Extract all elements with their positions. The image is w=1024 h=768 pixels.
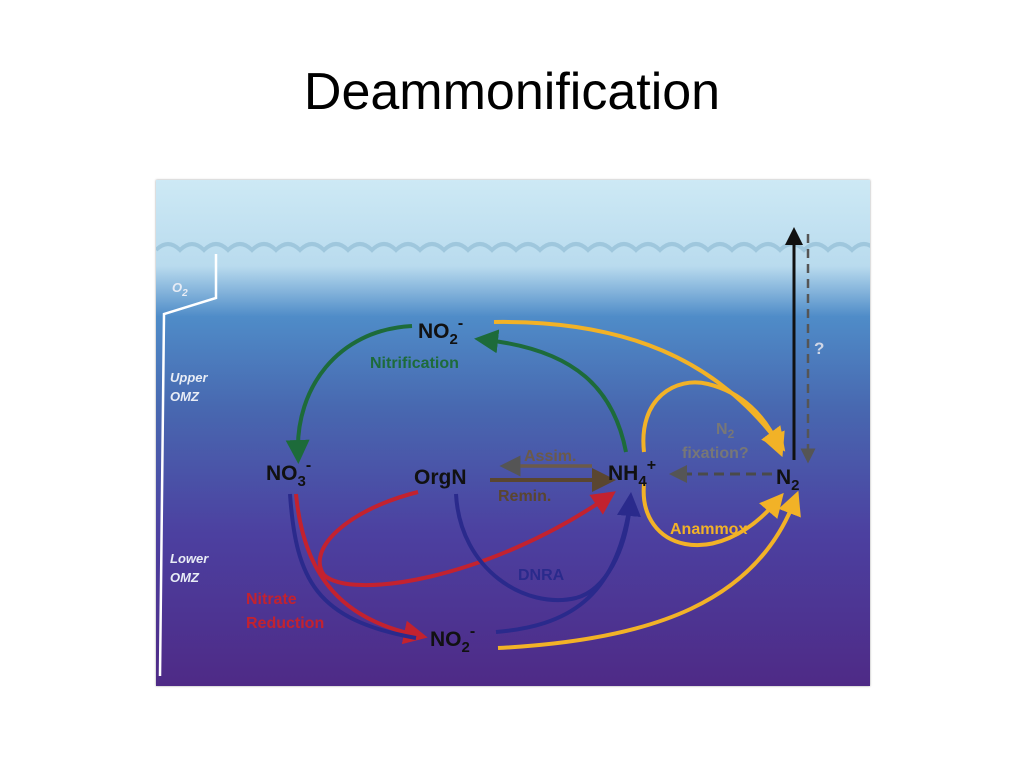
upper-omz-label: Upper OMZ: [170, 370, 211, 404]
anammox-label: Anammox: [670, 521, 747, 538]
oxygen-profile-line: [158, 254, 218, 677]
nh4-species: NH4+: [608, 457, 656, 490]
anammox-loop-upper: [641, 380, 785, 458]
no3-species: NO3-: [266, 457, 311, 490]
nitrification-label: Nitrification: [370, 355, 459, 372]
nitrification-arrow-nh4-to-no2: [474, 329, 628, 453]
red-arrow-orgn-loop-to-nh4: [317, 490, 616, 588]
nitrate-reduction-arrow: [294, 493, 428, 645]
slide-title: Deammonification: [303, 63, 721, 121]
orgn-species: OrgN: [414, 466, 467, 489]
lower-omz-label: Lower OMZ: [170, 551, 212, 585]
nitrification-arrow-no2-to-no3: [285, 324, 413, 464]
no3-dnra-line: [288, 493, 417, 640]
water-background: [156, 180, 870, 686]
question-mark-label: ?: [814, 339, 824, 358]
o2-label: O2: [172, 280, 188, 299]
sea-surface-waves: [154, 242, 878, 253]
nitrogen-cycle-diagram: O2 Upper OMZ Lower OMZ ? NO2- NO3- OrgN …: [154, 180, 878, 686]
anammox-arrow-top: [493, 319, 786, 452]
anammox-loop-lower: [641, 483, 784, 548]
assim-label: Assim.: [524, 448, 576, 465]
dnra-arrow-no2-to-nh4: [495, 503, 632, 634]
n2-species: N2: [776, 466, 800, 494]
no2-top-species: NO2-: [418, 315, 463, 348]
dnra-label: DNRA: [518, 567, 565, 584]
anammox-arrow-bottom: [497, 490, 801, 650]
remin-label: Remin.: [498, 488, 551, 505]
n2-fixation-label: N2 fixation?: [682, 421, 749, 462]
nitrate-reduction-label: Nitrate Reduction: [246, 591, 324, 632]
no2-bottom-species: NO2-: [430, 623, 475, 656]
